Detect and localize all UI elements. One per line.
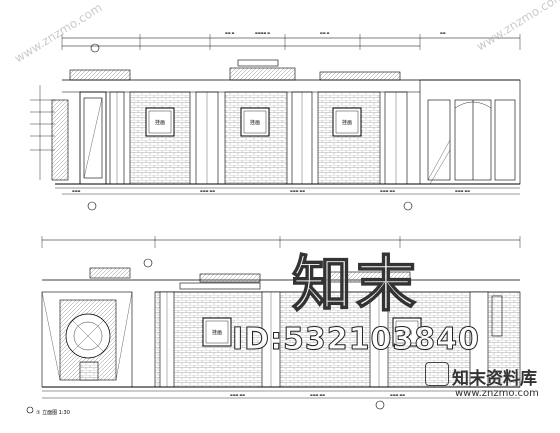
svg-text:▬▬▬ ▬▬: ▬▬▬ ▬▬	[230, 393, 245, 397]
brand-name: 知末资料库	[452, 369, 537, 389]
watermark-logo: 知末	[291, 249, 420, 321]
upper-panel-label-3: 挂画	[342, 119, 352, 126]
svg-text:▬▬ ▬: ▬▬ ▬	[320, 31, 330, 35]
svg-text:▬▬▬ ▬▬: ▬▬▬ ▬▬	[380, 189, 395, 193]
upper-panel-label-1: 挂画	[155, 119, 165, 126]
svg-text:▬▬▬▬ ▬: ▬▬▬▬ ▬	[255, 31, 270, 35]
brand-url: www.znzmo.com	[455, 388, 539, 399]
brand-logo-icon	[425, 362, 449, 386]
watermark-id: ID:532103840	[232, 322, 480, 358]
svg-text:▬▬ ▬: ▬▬ ▬	[225, 31, 235, 35]
svg-text:▬▬▬ ▬▬: ▬▬▬ ▬▬	[310, 393, 325, 397]
lower-elevation: ▬▬▬ ▬▬ ▬▬▬ ▬▬ ▬▬▬ ▬▬	[26, 236, 521, 414]
lower-panel-label-1: 挂画	[212, 329, 222, 336]
svg-text:▬▬: ▬▬	[440, 31, 446, 35]
upper-panel-label-2: 挂画	[250, 119, 260, 126]
svg-text:▬▬▬ ▬▬: ▬▬▬ ▬▬	[390, 393, 405, 397]
svg-text:▬▬▬: ▬▬▬	[72, 189, 81, 193]
svg-text:▬▬▬ ▬▬: ▬▬▬ ▬▬	[200, 189, 215, 193]
svg-text:▬▬▬ ▬▬: ▬▬▬ ▬▬	[290, 189, 305, 193]
scale-label: ① 立面图 1:30	[36, 410, 70, 416]
svg-text:▬▬▬ ▬▬: ▬▬▬ ▬▬	[455, 189, 470, 193]
upper-elevation: ▬▬ ▬▬▬▬▬ ▬ ▬▬ ▬▬▬	[30, 31, 521, 211]
lower-panel-label-2: 挂画	[402, 329, 412, 336]
